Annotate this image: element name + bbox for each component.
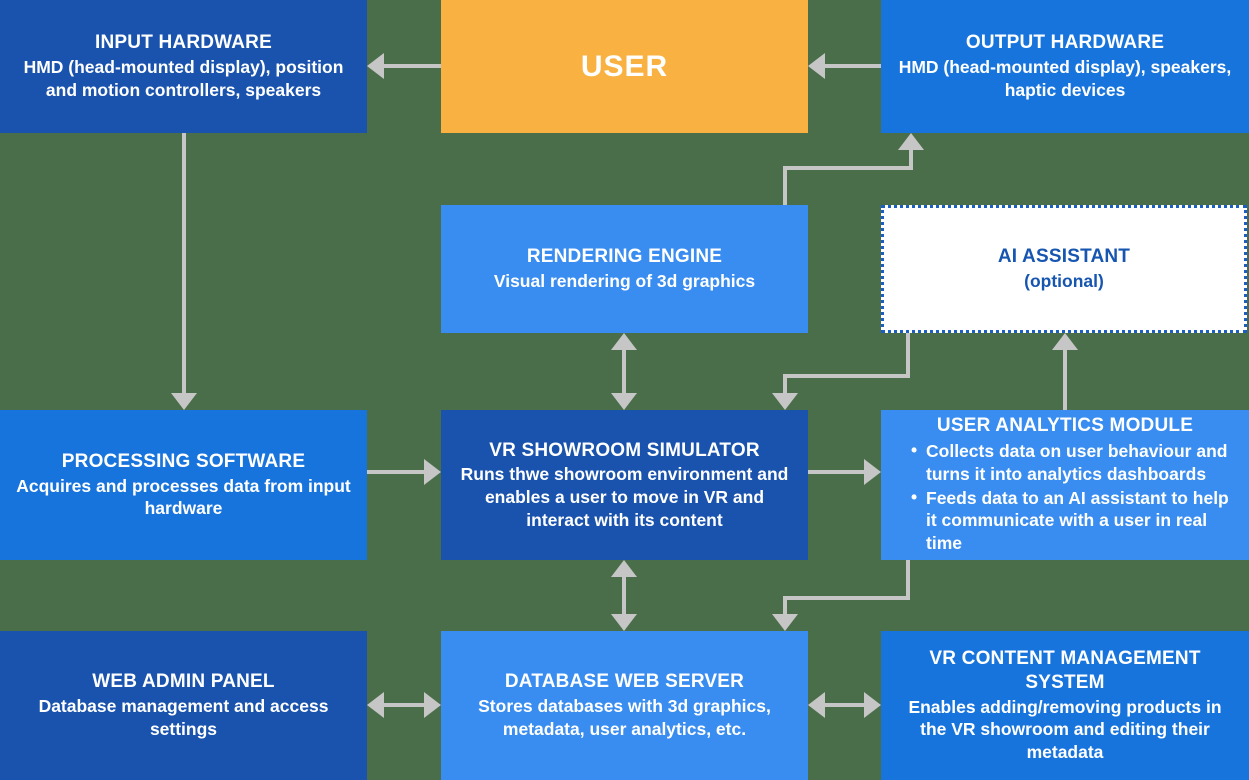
- node-rendering-engine[interactable]: RENDERING ENGINE Visual rendering of 3d …: [441, 205, 808, 333]
- connector-processing-software-to-vr-showroom: [367, 470, 425, 474]
- node-vr-showroom-simulator-title: VR SHOWROOM SIMULATOR: [489, 439, 760, 461]
- node-web-admin-panel-title: WEB ADMIN PANEL: [92, 671, 275, 693]
- connector-user-to-input-hardware: [384, 64, 442, 68]
- node-vr-content-management-system-title: VR CONTENT MANAGEMENT SYSTEM: [929, 648, 1201, 693]
- connector-vr-showroom-to-user-analytics: [808, 470, 866, 474]
- node-user-analytics-module-title: USER ANALYTICS MODULE: [936, 415, 1194, 437]
- node-vr-content-management-system-desc: Enables adding/removing products in the …: [908, 696, 1222, 763]
- connector-vr-showroom-database: [622, 566, 626, 628]
- arrow-head-processing-software-to-vr-showroom: [424, 459, 441, 485]
- arrow-head-user-analytics-to-ai-assistant: [1052, 333, 1078, 350]
- arrow-head-web-admin-to-database: [424, 692, 441, 718]
- node-ai-assistant-title: AI ASSISTANT: [997, 246, 1131, 268]
- arrow-head-database-to-vr-cms: [864, 692, 881, 718]
- connector-rendering-engine-to-output-hardware-seg3: [909, 150, 913, 168]
- node-input-hardware-title: INPUT HARDWARE: [95, 32, 272, 54]
- arrow-head-user-analytics-to-database: [772, 614, 798, 631]
- node-output-hardware-title: OUTPUT HARDWARE: [965, 32, 1165, 54]
- arrow-head-vr-showroom-to-user-analytics: [864, 459, 881, 485]
- node-web-admin-panel-desc: Database management and access settings: [38, 696, 329, 739]
- arrow-head-output-hardware-to-user: [808, 53, 825, 79]
- arrow-head-input-hardware-to-processing-software: [171, 393, 197, 410]
- arrow-head-vr-cms-to-database: [808, 692, 825, 718]
- connector-user-analytics-to-ai-assistant: [1063, 348, 1067, 410]
- node-vr-showroom-simulator-desc: Runs thwe showroom environment and enabl…: [460, 464, 789, 530]
- node-user-analytics-module[interactable]: USER ANALYTICS MODULE Collects data on u…: [881, 410, 1249, 560]
- node-output-hardware[interactable]: OUTPUT HARDWARE HMD (head-mounted displa…: [881, 0, 1249, 133]
- connector-database-vr-cms: [822, 703, 870, 707]
- connector-ai-assistant-to-vr-showroom-seg2: [783, 374, 910, 378]
- node-output-hardware-desc: HMD (head-mounted display), speakers, ha…: [898, 57, 1232, 100]
- arrow-head-vr-showroom-to-rendering-engine: [611, 333, 637, 350]
- node-input-hardware[interactable]: INPUT HARDWARE HMD (head-mounted display…: [0, 0, 367, 133]
- arrow-head-rendering-engine-to-vr-showroom: [611, 393, 637, 410]
- node-input-hardware-desc: HMD (head-mounted display), position and…: [23, 57, 344, 100]
- connector-user-analytics-to-database-seg3: [783, 596, 787, 616]
- node-ai-assistant-desc: (optional): [1024, 271, 1104, 291]
- node-vr-showroom-simulator[interactable]: VR SHOWROOM SIMULATOR Runs thwe showroom…: [441, 410, 808, 560]
- arrow-head-database-to-vr-showroom: [611, 560, 637, 577]
- list-item: Collects data on user behaviour and turn…: [911, 439, 1235, 486]
- arrow-head-database-to-web-admin: [367, 692, 384, 718]
- node-processing-software-desc: Acquires and processes data from input h…: [16, 475, 351, 519]
- node-processing-software[interactable]: PROCESSING SOFTWARE Acquires and process…: [0, 410, 367, 560]
- node-ai-assistant[interactable]: AI ASSISTANT (optional): [881, 205, 1247, 333]
- node-processing-software-title: PROCESSING SOFTWARE: [61, 450, 306, 472]
- list-item: Feeds data to an AI assistant to help it…: [911, 485, 1235, 555]
- arrow-head-vr-showroom-to-database: [611, 614, 637, 631]
- connector-rendering-engine-vr-showroom: [622, 340, 626, 404]
- node-rendering-engine-desc: Visual rendering of 3d graphics: [493, 271, 756, 291]
- connector-user-analytics-to-database-seg1: [906, 560, 910, 600]
- connector-web-admin-database: [381, 703, 429, 707]
- arrow-head-rendering-engine-to-output-hardware: [898, 133, 924, 150]
- connector-user-analytics-to-database-seg2: [783, 596, 910, 600]
- node-user-analytics-module-bullets: Collects data on user behaviour and turn…: [895, 439, 1235, 556]
- node-database-web-server[interactable]: DATABASE WEB SERVER Stores databases wit…: [441, 631, 808, 780]
- node-rendering-engine-title: RENDERING ENGINE: [526, 246, 723, 268]
- connector-input-hardware-to-processing-software: [182, 133, 186, 395]
- node-database-web-server-title: DATABASE WEB SERVER: [504, 671, 745, 693]
- node-vr-content-management-system[interactable]: VR CONTENT MANAGEMENT SYSTEM Enables add…: [881, 631, 1249, 780]
- node-user[interactable]: USER: [441, 0, 808, 133]
- connector-ai-assistant-to-vr-showroom-seg1: [906, 333, 910, 378]
- node-user-title: USER: [580, 49, 669, 83]
- arrow-head-ai-assistant-to-vr-showroom: [772, 393, 798, 410]
- connector-ai-assistant-to-vr-showroom-seg3: [783, 374, 787, 394]
- connector-rendering-engine-to-output-hardware-seg2: [783, 166, 913, 170]
- connector-output-hardware-to-user: [825, 64, 883, 68]
- connector-rendering-engine-to-output-hardware-seg1: [783, 166, 787, 208]
- node-web-admin-panel[interactable]: WEB ADMIN PANEL Database management and …: [0, 631, 367, 780]
- arrow-head-user-to-input-hardware: [367, 53, 384, 79]
- node-database-web-server-desc: Stores databases with 3d graphics, metad…: [478, 696, 771, 739]
